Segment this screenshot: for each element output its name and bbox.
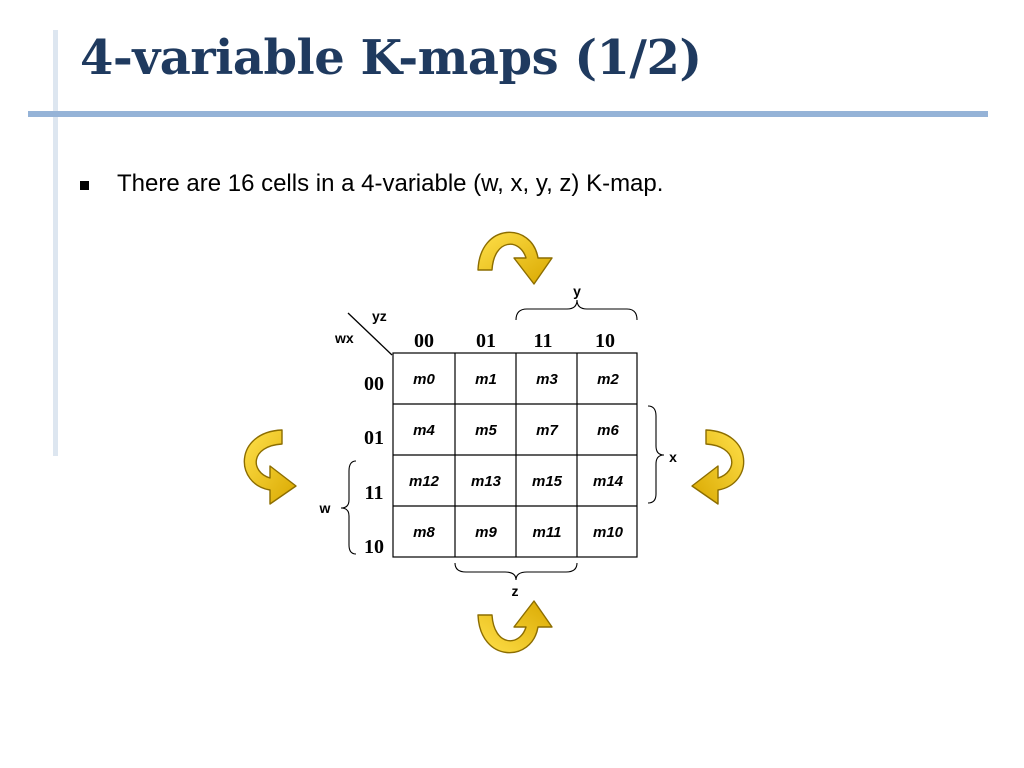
slide-title: 4-variable K-maps (1/2) xyxy=(80,30,702,86)
row-code: 00 xyxy=(364,373,384,395)
left-accent-bar xyxy=(53,30,58,456)
kmap-cell: m9 xyxy=(475,524,497,541)
row-code: 10 xyxy=(364,536,384,558)
kmap-cell: m4 xyxy=(413,422,435,439)
bullet-text: There are 16 cells in a 4-variable (w, x… xyxy=(117,170,664,197)
kmap-cell: m0 xyxy=(413,371,435,388)
kmap-cell: m7 xyxy=(536,422,558,439)
column-code: 01 xyxy=(476,330,496,352)
kmap-grid xyxy=(392,352,638,558)
kmap-cell: m10 xyxy=(593,524,624,541)
column-code: 00 xyxy=(414,330,434,352)
w-brace-label: w xyxy=(319,500,331,516)
column-variable-label: yz xyxy=(372,308,387,324)
row-variable-label: wx xyxy=(334,330,354,346)
wraparound-arrow-icon xyxy=(477,600,553,654)
kmap-cell: m11 xyxy=(533,524,562,541)
wraparound-arrow-icon xyxy=(477,231,553,285)
kmap-cell: m2 xyxy=(597,371,619,388)
square-bullet-icon xyxy=(80,180,89,190)
kmap-cell: m3 xyxy=(536,371,558,388)
y-brace xyxy=(515,299,638,321)
z-brace xyxy=(454,562,578,581)
kmap-cell: m6 xyxy=(597,422,619,439)
y-brace-label: y xyxy=(573,283,581,299)
kmap-cell: m12 xyxy=(409,473,440,490)
corner-diagonal xyxy=(347,312,393,356)
kmap-cell: m5 xyxy=(475,422,497,439)
w-brace xyxy=(340,460,357,555)
kmap-cell: m8 xyxy=(413,524,435,541)
kmap-cell: m15 xyxy=(532,473,563,490)
title-underline xyxy=(28,111,988,117)
kmap-cell: m14 xyxy=(593,473,624,490)
kmap-cells: m0 m1 m3 m2 m4 m5 m7 m6 m12 m13 m15 m14 … xyxy=(409,371,624,541)
kmap-cell: m1 xyxy=(475,371,497,388)
x-brace xyxy=(647,405,665,504)
row-code: 11 xyxy=(365,482,384,504)
x-brace-label: x xyxy=(669,449,677,465)
kmap-cell: m13 xyxy=(471,473,502,490)
row-code: 01 xyxy=(364,427,384,449)
column-code: 10 xyxy=(595,330,615,352)
column-code: 11 xyxy=(534,330,553,352)
wraparound-arrow-icon xyxy=(691,429,745,505)
z-brace-label: z xyxy=(512,583,519,599)
wraparound-arrow-icon xyxy=(243,429,297,505)
bullet-item: There are 16 cells in a 4-variable (w, x… xyxy=(80,170,663,198)
